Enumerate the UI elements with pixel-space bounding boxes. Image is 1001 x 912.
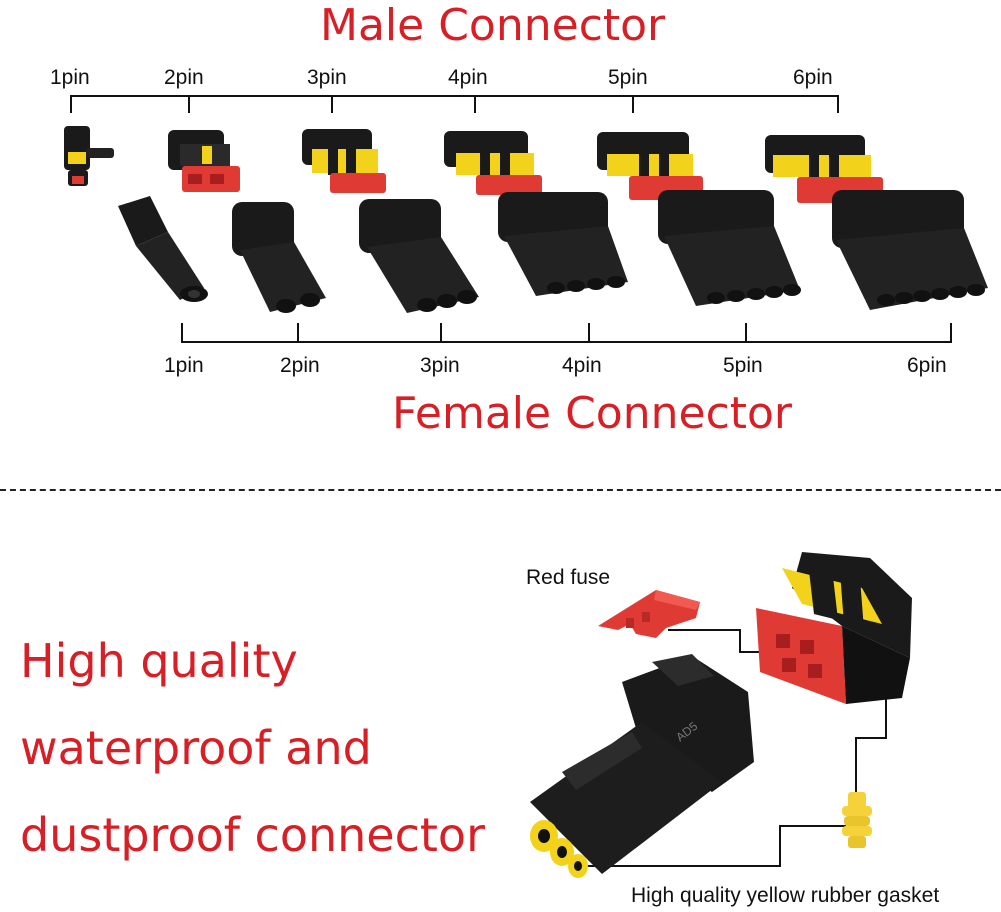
female-connector-title: Female Connector (392, 388, 793, 439)
female-bracket-tick (181, 323, 183, 343)
female-bracket-tick (440, 323, 442, 343)
male-bracket-line (70, 95, 839, 97)
feature-line-2: waterproof and (20, 721, 372, 775)
male-bracket-tick (474, 95, 476, 113)
female-connector-2pin-image (232, 202, 326, 313)
female-label-4pin: 4pin (562, 354, 602, 377)
male-bracket-tick (632, 95, 634, 113)
male-label-4pin: 4pin (448, 66, 488, 89)
male-bracket-tick (837, 95, 839, 113)
female-connector-5pin-image (658, 190, 801, 306)
male-connector-2pin-image (168, 130, 240, 192)
female-label-5pin: 5pin (723, 354, 763, 377)
male-connector-1pin-image (64, 126, 114, 186)
female-bracket-tick (297, 323, 299, 343)
feature-line-1: High quality (20, 634, 298, 688)
male-label-6pin: 6pin (793, 66, 833, 89)
male-bracket-tick (331, 95, 333, 113)
red-fuse-image (598, 590, 700, 638)
female-bracket-tick (950, 323, 952, 343)
female-connector-6pin-image (832, 190, 988, 310)
female-label-2pin: 2pin (280, 354, 320, 377)
male-connector-3pin-image (302, 129, 386, 193)
feature-text: High quality waterproof and dustproof co… (20, 618, 485, 879)
male-label-5pin: 5pin (608, 66, 648, 89)
section-divider (0, 489, 1001, 491)
female-bracket-tick (588, 323, 590, 343)
gasket-label: High quality yellow rubber gasket (631, 884, 940, 907)
red-fuse-label: Red fuse (526, 566, 611, 589)
male-label-3pin: 3pin (307, 66, 347, 89)
feature-line-3: dustproof connector (20, 808, 485, 862)
male-connector-detail-image (756, 552, 912, 704)
male-label-2pin: 2pin (164, 66, 204, 89)
male-connector-6pin-image (765, 135, 883, 203)
female-bracket-line (181, 341, 952, 343)
male-connector-4pin-image (444, 131, 542, 195)
female-connector-3pin-image (359, 199, 479, 313)
female-bracket-tick (745, 323, 747, 343)
yellow-gasket-image (842, 792, 872, 848)
female-connector-1pin-image (118, 196, 208, 302)
male-bracket-tick (70, 95, 72, 113)
female-label-6pin: 6pin (907, 354, 947, 377)
female-label-3pin: 3pin (420, 354, 460, 377)
female-connector-detail-image: AD5 (530, 654, 754, 878)
male-label-1pin: 1pin (50, 66, 90, 89)
male-connector-title: Male Connector (320, 0, 666, 51)
male-bracket-tick (188, 95, 190, 113)
female-connector-4pin-image (498, 192, 628, 296)
female-label-1pin: 1pin (164, 354, 204, 377)
